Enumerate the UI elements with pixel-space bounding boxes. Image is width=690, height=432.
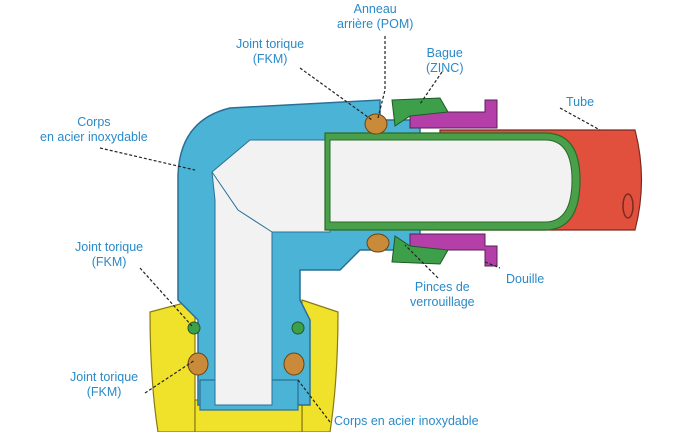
label-joint-torique-mid: Joint torique (FKM) <box>75 240 144 269</box>
mid-o-ring <box>366 233 390 253</box>
label-pinces-de-verrouillage: Pinces de verrouillage <box>410 280 475 309</box>
small-right-o-ring <box>291 321 305 335</box>
label-douille: Douille <box>506 272 545 286</box>
tube-insert <box>324 132 581 231</box>
bottom-left-o-ring <box>187 352 209 376</box>
yellow-threaded-nut <box>149 299 339 432</box>
label-corps-bottom: Corps en acier inoxydable <box>334 414 479 428</box>
label-corps-top: Corps en acier inoxydable <box>40 115 148 144</box>
label-joint-torique-bottom: Joint torique (FKM) <box>70 370 139 399</box>
bottom-right-o-ring <box>283 352 305 376</box>
label-bague: Bague (ZINC) <box>426 46 464 75</box>
small-left-o-ring <box>187 321 201 335</box>
top-o-ring <box>364 113 388 135</box>
zinc-ring-and-clips <box>391 97 449 265</box>
label-tube: Tube <box>566 95 595 109</box>
label-anneau-arriere: Anneau arrière (POM) <box>337 2 414 31</box>
inner-bore <box>211 139 331 406</box>
o-rings <box>187 113 390 376</box>
leader-lines <box>99 36 601 423</box>
label-joint-torique-top: Joint torique (FKM) <box>236 37 305 66</box>
